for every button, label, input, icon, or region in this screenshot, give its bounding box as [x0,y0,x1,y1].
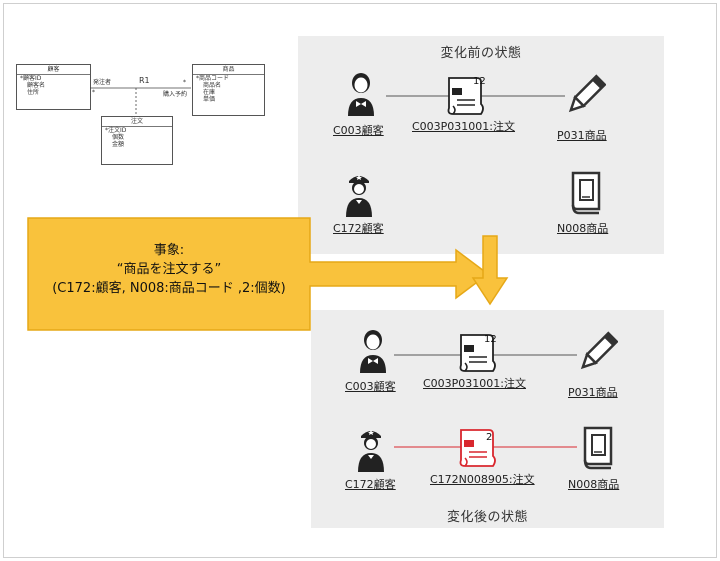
person-guard-icon [346,175,372,217]
before-order-qty: 12 [473,76,486,87]
er-attr: 個数 [112,134,125,141]
event-label: 事象: [153,243,185,258]
panel-after-title: 変化後の状態 [446,510,528,525]
after-c172-label: C172顧客 [345,478,396,491]
er-mult-left: * [92,89,95,96]
er-relation-lines [90,87,191,116]
event-name: “商品を注文する” [116,262,222,277]
before-c172-label: C172顧客 [333,222,384,235]
after-n008-label: N008商品 [568,478,620,491]
after-order-qty: 12 [484,334,497,345]
er-entity-order: 注文 *注文ID 個数 金額 [101,116,173,165]
er-attr: 顧客名 [27,82,46,89]
er-entity-title: 注文 [102,117,172,127]
er-role-right: 購入予約 [163,91,188,98]
person-bowtie-icon [360,330,386,373]
er-entity-customer: 顧客 *顧客ID 顧客名 住所 [16,64,91,110]
er-entity-product: 商品 *商品コード 商品名 在庫 単価 [192,64,265,116]
er-attr: 住所 [27,89,40,96]
pencil-icon [580,331,618,370]
panel-before-title: 変化前の状態 [440,46,522,61]
er-attr: 単価 [203,96,216,103]
book-icon [583,426,613,470]
after-c003-label: C003顧客 [345,380,396,393]
before-order-label: C003P031001:注文 [412,120,516,133]
order-scroll-icon [459,334,496,372]
er-entity-title: 顧客 [17,65,90,75]
er-role-left: 発注者 [93,79,112,86]
er-mult-right: * [183,79,186,86]
before-n008-label: N008商品 [557,222,609,235]
er-attr: 金額 [112,141,125,148]
er-attr: *商品コード [196,75,230,82]
after-order-new-qty: 2 [486,432,493,443]
after-p031-label: P031商品 [568,386,618,399]
event-callout [27,217,490,331]
person-guard-icon [358,430,384,472]
before-c003-label: C003顧客 [333,124,384,137]
person-bowtie-icon [348,73,374,116]
pencil-icon [568,74,606,113]
book-icon [571,171,601,215]
after-order-label: C003P031001:注文 [423,377,527,390]
order-scroll-icon [447,77,484,115]
arrow-down-icon [471,235,509,306]
after-order-new-label: C172N008905:注文 [430,473,535,486]
panel-before: 変化前の状態 [298,36,664,254]
event-params: (C172:顧客, N008:商品コード ,2:個数) [52,281,286,296]
er-entity-title: 商品 [193,65,264,75]
er-attr: 在庫 [203,89,216,96]
er-attr: *顧客ID [20,75,42,82]
before-p031-label: P031商品 [557,129,607,142]
order-scroll-icon-new [459,429,496,467]
er-attr: 商品名 [203,82,222,89]
er-relation-name: R1 [139,76,150,85]
event-text: 事象: “商品を注文する” (C172:顧客, N008:商品コード ,2:個数… [28,241,310,298]
er-attr: *注文ID [105,127,127,134]
